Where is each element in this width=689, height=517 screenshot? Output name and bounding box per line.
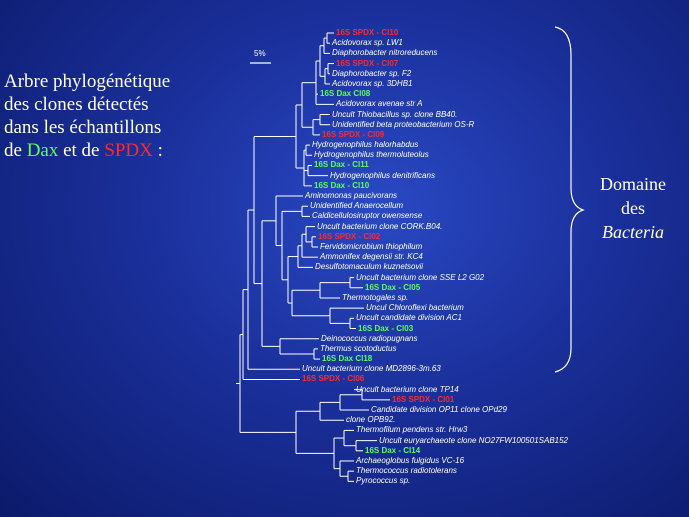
title-prefix: de xyxy=(4,140,27,161)
leaf-label: Unidentified beta proteobacterium OS-R xyxy=(332,119,475,129)
leaf-label: Acidovorax avenae str A xyxy=(336,99,423,109)
leaf-label: 16S SPDX - Cl06 xyxy=(302,374,365,384)
leaf-label: Uncult Thiobacillus sp. clone BB40. xyxy=(332,109,458,119)
leaf-label: 16S Dax - Cl05 xyxy=(365,282,421,292)
title-line-4: de Dax et de SPDX : xyxy=(4,139,234,162)
domain-line-1: Domaine xyxy=(600,174,666,194)
leaf-label: Unidentified Anaerocellum xyxy=(310,201,404,211)
leaf-label: Candidate division OP11 clone OPd29 xyxy=(371,405,507,415)
leaf-label: Thermotogales sp. xyxy=(342,292,409,302)
title-line-2: des clones détectés xyxy=(4,94,149,115)
leaf-label: 16S SPDX - Cl09 xyxy=(322,129,385,139)
leaf-label: Acidovorax sp. LW1 xyxy=(332,38,403,48)
title-spdx: SPDX xyxy=(104,140,153,161)
leaf-label: Desulfotomaculum kuznetsovii xyxy=(315,262,424,272)
leaf-label: Thermofilum pendens str. Hrw3 xyxy=(356,425,468,435)
slide-title: Arbre phylogénétique des clones détectés… xyxy=(4,70,234,162)
leaf-label: Uncult bacterium clone CORK.B04. xyxy=(317,221,443,231)
leaf-label: Archaeoglobus fulgidus VC-16 xyxy=(356,455,465,465)
leaf-label: 16S SPDX - Cl01 xyxy=(392,394,455,404)
title-line-3: dans les échantillons xyxy=(4,117,162,138)
title-line-1: Arbre phylogénétique xyxy=(4,71,171,92)
leaf-label: Hydrogenophilus denitrificans xyxy=(330,170,435,180)
title-dax: Dax xyxy=(26,140,59,161)
leaf-label: Diaphorobacter nitroreducens xyxy=(332,48,438,58)
leaf-label: Aminomonas paucivorans xyxy=(305,191,398,201)
leaf-label: Uncult bacterium clone TP14 xyxy=(356,384,459,394)
leaf-label: Uncult euryarchaeote clone NO27FW100501S… xyxy=(379,435,568,445)
leaf-label: Uncul Chloroflexi bacterium xyxy=(366,303,464,313)
domain-line-3: Bacteria xyxy=(602,222,664,242)
leaf-label: Ammonifex degensii str. KC4 xyxy=(320,252,423,262)
leaf-label: 16S Dax - Cl10 xyxy=(314,180,370,190)
leaf-label: Fervidomicrobium thiophilum xyxy=(320,241,423,251)
title-suffix: : xyxy=(152,140,163,161)
leaf-label: Hydrogenophilus halorhabdus xyxy=(312,140,419,150)
leaf-label: clone OPB92. xyxy=(346,415,396,425)
curly-brace xyxy=(554,26,585,373)
leaf-label: Pyrococcus sp. xyxy=(356,476,411,486)
leaf-label: Caldicellulosiruptor owensense xyxy=(312,211,423,221)
leaf-label: Uncult bacterium clone SSE L2 G02 xyxy=(356,272,485,282)
leaf-label: 16S Dax Cl08 xyxy=(320,89,371,99)
leaf-label: 16S SPDX - Cl02 xyxy=(318,231,381,241)
domain-label: Domaine des Bacteria xyxy=(578,172,688,244)
leaf-label: Hydrogenophilus thermoluteolus xyxy=(314,150,429,160)
leaf-label: Acidovorax sp. 3DHB1 xyxy=(332,78,413,88)
leaf-label: 16S SPDX - Cl07 xyxy=(336,58,399,68)
domain-line-2: des xyxy=(621,198,645,218)
scale-bar-label: 5% xyxy=(254,49,266,58)
leaf-label: 16S SPDX - Cl10 xyxy=(336,28,399,37)
leaf-label: 16S Dax - Cl03 xyxy=(358,323,414,333)
leaf-label: Thermococcus radiotolerans xyxy=(356,466,457,476)
leaf-label: Diaphorobacter sp. F2 xyxy=(332,68,412,78)
leaf-label: Uncult candidate division AC1 xyxy=(356,313,462,323)
leaf-label: 16S Dax Cl18 xyxy=(322,354,373,364)
leaf-label: Deinococcus radiopugnans xyxy=(321,333,418,343)
leaf-label: Thermus scotoductus xyxy=(320,343,397,353)
leaf-label: 16S Dax - Cl14 xyxy=(365,445,421,455)
leaf-label: 16S Dax - Cl11 xyxy=(314,160,369,170)
tree-branches xyxy=(236,32,390,482)
title-mid: et de xyxy=(58,140,105,161)
leaf-label: Uncult bacterium clone MD2896-3m.63 xyxy=(302,364,441,374)
